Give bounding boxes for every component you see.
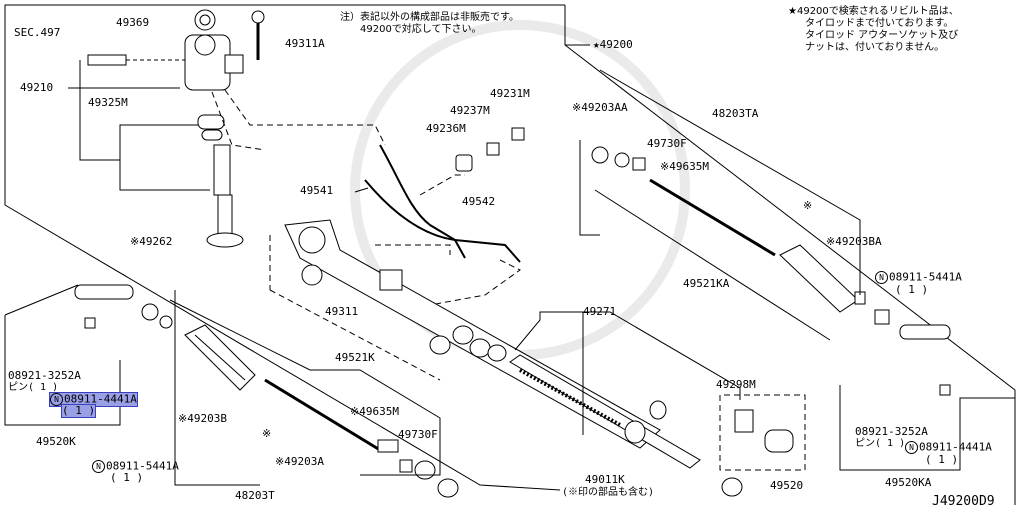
label-49730f-right[interactable]: 49730F: [647, 137, 687, 150]
label-49520ka[interactable]: 49520KA: [885, 476, 932, 489]
label-49311[interactable]: 49311: [325, 305, 359, 318]
nut-mark-icon: N: [875, 271, 888, 284]
label-08921-3252a-left[interactable]: 08921-3252A: [8, 369, 81, 382]
label-48203ta[interactable]: 48203TA: [712, 107, 759, 120]
label-48203t[interactable]: 48203T: [235, 489, 275, 502]
pin-08921-3252a-right: ピン( 1 ): [855, 438, 906, 449]
label-49203aa[interactable]: ※49203AA: [572, 101, 628, 114]
note-right-line2: タイロッドまで付いております。: [805, 18, 954, 29]
label-49203a[interactable]: ※49203A: [275, 455, 324, 468]
label-49203ba[interactable]: ※49203BA: [826, 235, 882, 248]
label-49011k-note: (※印の部品も含む): [562, 487, 655, 498]
label-49210[interactable]: 49210: [20, 81, 54, 94]
label-49541[interactable]: 49541: [300, 184, 334, 197]
qty-08911-5441a-right: ( 1 ): [895, 283, 929, 296]
label-08921-3252a-right[interactable]: 08921-3252A: [855, 425, 928, 438]
label-49325m[interactable]: 49325M: [88, 96, 128, 109]
label-49236m[interactable]: 49236M: [426, 122, 466, 135]
left-tie-rod: [74, 284, 459, 498]
label-49311a[interactable]: 49311A: [285, 37, 325, 50]
right-tie-rod: [591, 146, 951, 396]
label-49520[interactable]: 49520: [770, 479, 804, 492]
qty-08911-5441a-left: ( 1 ): [110, 471, 144, 484]
label-49231m[interactable]: 49231M: [490, 87, 530, 100]
label-49635m-right[interactable]: ※49635M: [660, 160, 709, 173]
label-text: 08911-4441A: [919, 440, 992, 454]
valve-housing: [87, 9, 265, 91]
label-49203b[interactable]: ※49203B: [178, 412, 227, 425]
label-49271[interactable]: 49271: [583, 305, 617, 318]
label-text: 08911-5441A: [889, 270, 962, 284]
label-text: 08911-4441A: [64, 392, 137, 406]
star-mark-left: ※: [262, 427, 272, 440]
label-sec497[interactable]: SEC.497: [14, 26, 61, 39]
label-49200[interactable]: ★49200: [593, 38, 633, 51]
nut-mark-icon: N: [905, 441, 918, 454]
note-top-line1: 注）表記以外の構成部品は非販売です。: [340, 12, 519, 23]
star-mark-right: ※: [803, 199, 813, 212]
label-49298m[interactable]: 49298M: [716, 378, 756, 391]
qty-08911-4441a-right: ( 1 ): [925, 453, 959, 466]
label-49520k[interactable]: 49520K: [36, 435, 76, 448]
label-49262[interactable]: ※49262: [130, 235, 173, 248]
qty-08911-4441a-left: ( 1 ): [60, 404, 97, 418]
nut-mark-icon: N: [92, 460, 105, 473]
note-top-line2: 49200で対応して下さい。: [360, 24, 482, 35]
note-right-line4: ナットは、付いておりません。: [805, 42, 945, 53]
nut-mark-icon: N: [50, 393, 63, 406]
label-49542[interactable]: 49542: [462, 195, 496, 208]
pin-08921-3252a-left: ピン( 1 ): [8, 382, 59, 393]
label-49635m-left[interactable]: ※49635M: [350, 405, 399, 418]
label-49521k[interactable]: 49521K: [335, 351, 375, 364]
label-49369[interactable]: 49369: [116, 16, 150, 29]
diagram-reference-code: J49200D9: [932, 494, 995, 509]
label-49730f-left[interactable]: 49730F: [398, 428, 438, 441]
note-right-line1: ★49200で検索されるリビルト品は、: [788, 6, 959, 17]
label-49521ka[interactable]: 49521KA: [683, 277, 730, 290]
label-49237m[interactable]: 49237M: [450, 104, 490, 117]
label-49011k[interactable]: 49011K: [585, 473, 625, 486]
label-text: 08911-5441A: [106, 459, 179, 473]
note-right-line3: タイロッド アウターソケット及び: [805, 30, 959, 41]
